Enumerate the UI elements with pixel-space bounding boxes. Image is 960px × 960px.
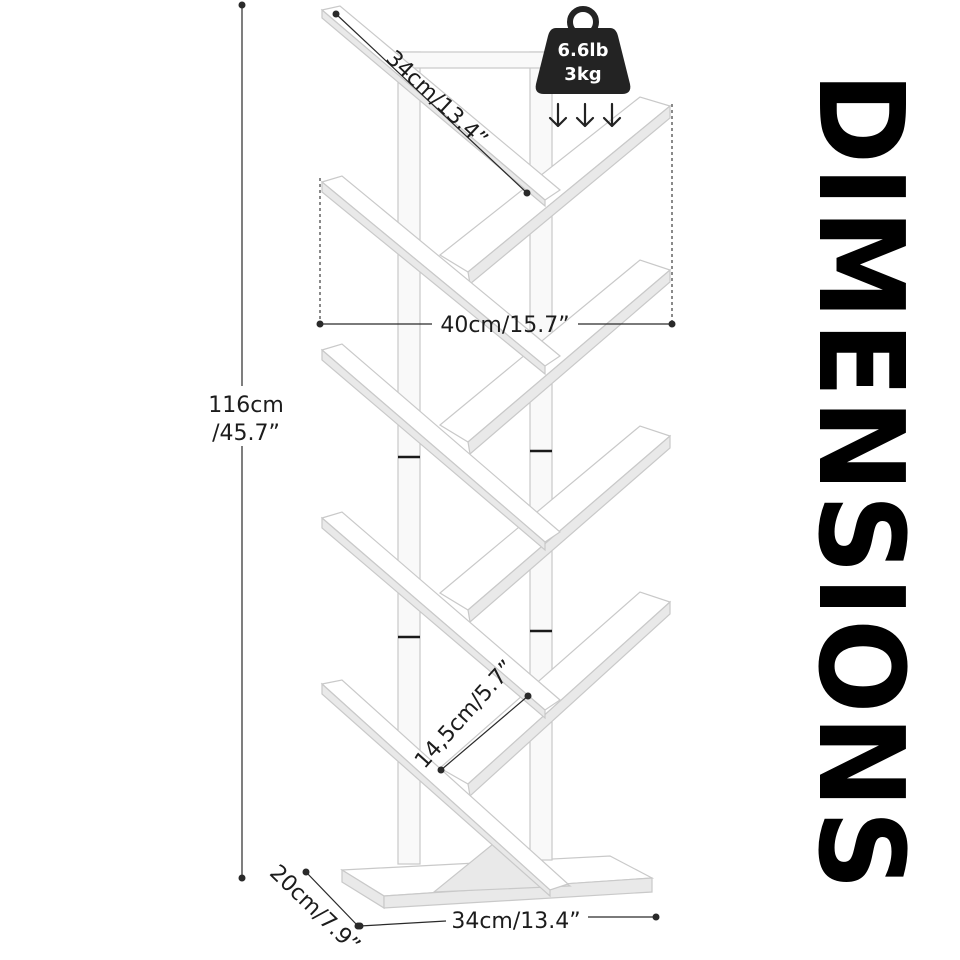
down-arrow-icon — [548, 102, 568, 128]
left-shelves — [320, 5, 570, 898]
weight-badge: 6.6lb 3kg — [535, 6, 631, 128]
right-shelf-edge — [467, 434, 671, 624]
left-shelf-edge — [321, 180, 546, 376]
width-dimension: 40cm/15.7” — [316, 104, 676, 338]
right-shelves — [438, 96, 672, 798]
headline: DIMENSIONS — [792, 72, 930, 892]
base-width-label: 34cm/13.4” — [451, 909, 580, 934]
down-arrow-icon — [602, 102, 622, 128]
left-shelf-edge — [321, 682, 551, 898]
right-shelf-edge — [467, 104, 671, 286]
height-dimension: 116cm /45.7” — [208, 1, 284, 882]
height-label-cm: 116cm — [208, 393, 284, 418]
right-shelf-edge — [467, 600, 671, 798]
weight-icon — [535, 28, 631, 94]
weight-lb-label: 6.6lb — [558, 40, 609, 61]
shelf-length-dimension: 34cm/13.4” — [332, 10, 531, 197]
base-width-dimension: 34cm/13.4” — [356, 909, 660, 934]
left-shelf-edge — [321, 348, 546, 552]
width-label: 40cm/15.7” — [440, 313, 569, 338]
weight-kg-label: 3kg — [564, 64, 601, 85]
left-shelf-edge — [321, 516, 546, 720]
right-shelf — [438, 425, 672, 611]
height-label-in: /45.7” — [212, 421, 280, 446]
top-crossbar — [397, 51, 553, 69]
right-shelf-edge — [467, 268, 671, 456]
bookshelf — [320, 5, 672, 910]
down-arrow-icon — [575, 102, 595, 128]
